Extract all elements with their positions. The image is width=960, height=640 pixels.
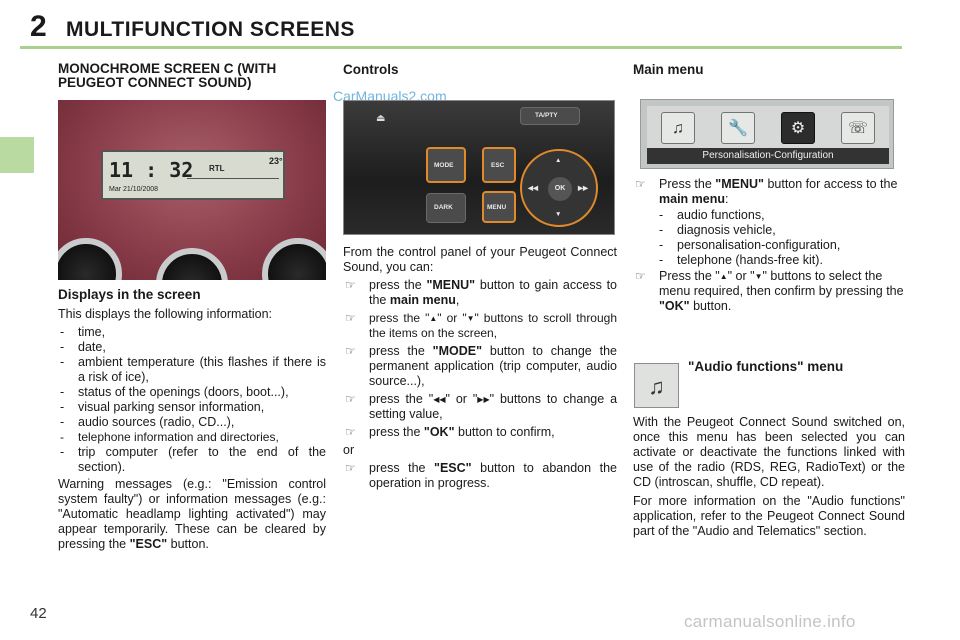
list-item: ambient temperature (this flashes if the… [58,355,326,385]
main-menu-items: audio functions, diagnosis vehicle, pers… [633,208,905,268]
audio-functions-icon: ♫ [634,363,679,408]
cluster-lcd-screen: 11 : 32 Mar 21/10/2008 RTL 23° [101,150,285,200]
gauge-left [58,238,122,280]
list-item: ☞ press the "MODE" button to change the … [345,344,617,388]
list-item: telephone information and directories, [58,430,326,445]
chapter-number: 2 [30,10,47,43]
section-heading-monochrome-screen: MONOCHROME SCREEN C (WITH PEUGEOT CONNEC… [58,61,277,90]
list-item: ☞ press the "◀◀" or "▶▶" buttons to chan… [345,392,618,421]
pointing-hand-icon: ☞ [345,311,356,325]
controls-intro: From the control panel of your Peugeot C… [343,245,617,274]
ok-button-image: OK [548,177,572,201]
dpad-image: OK ▲ ▼ ◀◀ ▶▶ [520,149,598,227]
pointing-hand-icon: ☞ [635,177,646,191]
down-arrow-icon: ▼ [466,314,475,323]
list-item: status of the openings (doors, boot...), [58,385,326,400]
pointing-hand-icon: ☞ [635,269,646,283]
section-heading-main-menu: Main menu [633,62,704,77]
diagnosis-wrench-icon: 🔧 [721,112,755,144]
clock-readout: 11 : 32 [109,158,194,182]
list-item: audio functions, [657,208,905,223]
list-item: ☞ press the "OK" button to confirm, [345,425,555,439]
section-heading-audio-functions: "Audio functions" menu [688,359,844,374]
menu-icon-row: ♫ 🔧 ⚙ ☏ [647,106,889,148]
col2-body: From the control panel of your Peugeot C… [343,245,617,494]
list-item: ☞ press the "▲" or "▼" buttons to scroll… [345,311,618,340]
audio-functions-icon: ♫ [661,112,695,144]
gauge-right [262,238,326,280]
personalisation-config-icon: ⚙ [781,112,815,144]
down-arrow-icon: ▼ [754,272,763,281]
gauge-center [156,248,228,280]
controls-list-alt: ☞ press the "ESC" button to abandon the … [343,461,617,491]
list-item: audio sources (radio, CD...), [58,415,326,430]
displays-intro: This displays the following information: [58,307,272,321]
list-item: personalisation-configuration, [657,238,905,253]
list-item: diagnosis vehicle, [657,223,905,238]
audio-paragraph-1: With the Peugeot Connect Sound switched … [633,415,905,489]
audio-paragraph-2: For more information on the "Audio funct… [633,494,905,538]
eject-icon: ⏏ [376,113,386,124]
title-rule [20,46,902,49]
fast-forward-icon: ▶▶ [578,185,588,192]
col2-heading-block: Controls [343,62,617,77]
up-arrow-icon: ▲ [429,314,438,323]
rewind-icon: ◀◀ [433,395,446,404]
page-number: 42 [30,605,47,622]
list-item: ☞ Press the "MENU" button for access to … [635,177,898,206]
lcd-divider [187,178,279,179]
watermark-bottom: carmanualsonline.info [684,612,856,631]
list-item: visual parking sensor information, [58,400,326,415]
col1-heading-block: MONOCHROME SCREEN C (WITH PEUGEOT CONNEC… [58,62,326,90]
telephone-bluetooth-icon: ☏ [841,112,875,144]
warning-paragraph: Warning messages (e.g.: "Emission contro… [58,477,326,552]
subheading-displays: Displays in the screen [58,287,201,302]
controls-list: ☞ press the "MENU" button to gain access… [343,278,617,440]
date-readout: Mar 21/10/2008 [109,186,159,193]
list-item: date, [58,340,326,355]
col1-body: Displays in the screen This displays the… [58,287,326,552]
list-item: time, [58,325,326,340]
displays-list: time, date, ambient temperature (this fl… [58,325,326,475]
col3-heading-block: Main menu [633,62,905,77]
pointing-hand-icon: ☞ [345,344,356,358]
pointing-hand-icon: ☞ [345,425,356,439]
chapter-title: MULTIFUNCTION SCREENS [66,18,355,41]
up-arrow-icon: ▲ [719,272,728,281]
esc-button-image: ESC [482,147,516,183]
fast-forward-icon: ▶▶ [477,395,490,404]
audio-body: With the Peugeot Connect Sound switched … [633,415,905,539]
chapter-side-tab [0,137,34,173]
col3-body: ☞ Press the "MENU" button for access to … [633,177,905,317]
list-item: ☞ press the "MENU" button to gain access… [345,278,617,307]
down-arrow-icon: ▼ [555,211,562,218]
pointing-hand-icon: ☞ [345,392,356,406]
temperature-readout: 23° [269,156,283,166]
up-arrow-icon: ▲ [555,157,562,164]
main-menu-list: ☞ Press the "MENU" button for access to … [633,177,905,207]
or-separator: or [343,443,355,457]
dark-button-image: DARK [426,193,466,223]
section-heading-controls: Controls [343,62,399,77]
warning-end: button. [170,537,209,551]
esc-key-label: "ESC" [129,537,168,551]
list-item: trip computer (refer to the end of the s… [58,445,326,475]
pointing-hand-icon: ☞ [345,278,356,292]
ta-pty-button-image: TA/PTY [520,107,580,125]
menu-button-image: MENU [482,191,516,223]
list-item: telephone (hands-free kit). [657,253,905,268]
main-menu-list-2: ☞ Press the "▲" or "▼" buttons to select… [633,269,905,314]
rewind-icon: ◀◀ [528,185,538,192]
control-panel-image: ⏏ TA/PTY MODE DARK ESC MENU OK ▲ ▼ ◀◀ ▶▶ [343,100,615,235]
mode-button-image: MODE [426,147,466,183]
list-item: ☞ press the "ESC" button to abandon the … [345,461,617,490]
list-item: ☞ Press the "▲" or "▼" buttons to select… [635,269,904,313]
pointing-hand-icon: ☞ [345,461,356,475]
audio-heading-block: "Audio functions" menu [688,359,908,374]
instrument-cluster-image: 11 : 32 Mar 21/10/2008 RTL 23° [58,100,326,280]
warning-text: Warning messages (e.g.: "Emission contro… [58,477,326,551]
menu-title-bar: Personalisation-Configuration [647,148,889,164]
main-menu-screen-image: ♫ 🔧 ⚙ ☏ Personalisation-Configuration [640,99,894,169]
radio-station-readout: RTL [209,164,225,173]
